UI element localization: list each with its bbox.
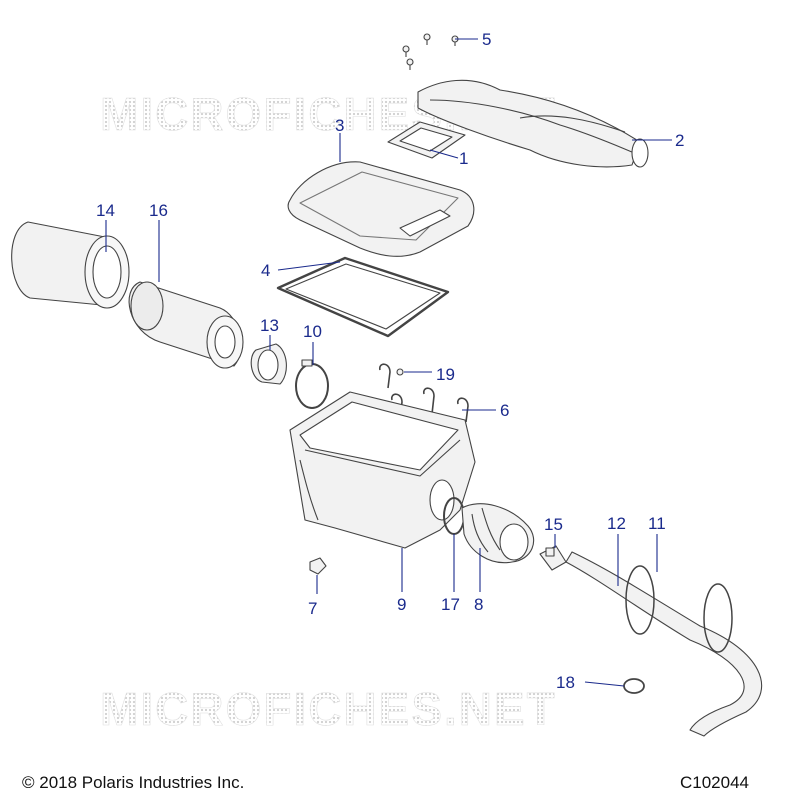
callout-13: 13 (260, 316, 279, 335)
airbox-cover-3 (287, 161, 475, 257)
intake-duct-2 (417, 79, 649, 168)
airbox-9 (289, 391, 476, 549)
nut-7 (309, 557, 327, 575)
callout-18: 18 (556, 673, 575, 692)
callout-11: 11 (648, 514, 666, 533)
callout-4: 4 (261, 261, 271, 280)
callout-15: 15 (544, 515, 563, 534)
callout-17: 17 (441, 595, 460, 614)
callout-9: 9 (397, 595, 407, 614)
callout-6: 6 (500, 401, 510, 420)
drain-hose-12 (565, 551, 763, 737)
pre-filter-14 (11, 221, 130, 309)
screw-5 (402, 33, 459, 70)
air-filter-16 (128, 281, 244, 369)
clip-6 (391, 387, 469, 423)
coupler-13 (250, 343, 287, 385)
callout-3: 3 (335, 116, 345, 135)
fitting-15 (539, 545, 567, 571)
hose-clamp-11 (625, 565, 733, 653)
clamp-18 (623, 678, 645, 694)
callout-14: 14 (96, 201, 115, 220)
intake-boot-8 (461, 503, 535, 564)
callout-8: 8 (474, 595, 484, 614)
callout-12: 12 (607, 514, 626, 533)
callout-5: 5 (482, 30, 492, 49)
callout-7: 7 (308, 599, 318, 618)
watermark-bottom: MICROFICHES.NET (100, 683, 557, 736)
leader-lines (105, 38, 672, 687)
seal-ring-4 (276, 256, 450, 338)
hook-19 (379, 363, 404, 389)
callout-16: 16 (149, 201, 168, 220)
diagram-code: C102044 (680, 773, 750, 792)
gasket-1 (387, 121, 466, 159)
callout-1: 1 (459, 149, 469, 168)
watermark-text-bottom: MICROFICHES.NET (100, 683, 557, 735)
callout-2: 2 (675, 131, 685, 150)
copyright-text: © 2018 Polaris Industries Inc. (22, 773, 245, 792)
callout-19: 19 (436, 365, 455, 384)
clamp-10 (295, 359, 329, 409)
callout-10: 10 (303, 322, 322, 341)
